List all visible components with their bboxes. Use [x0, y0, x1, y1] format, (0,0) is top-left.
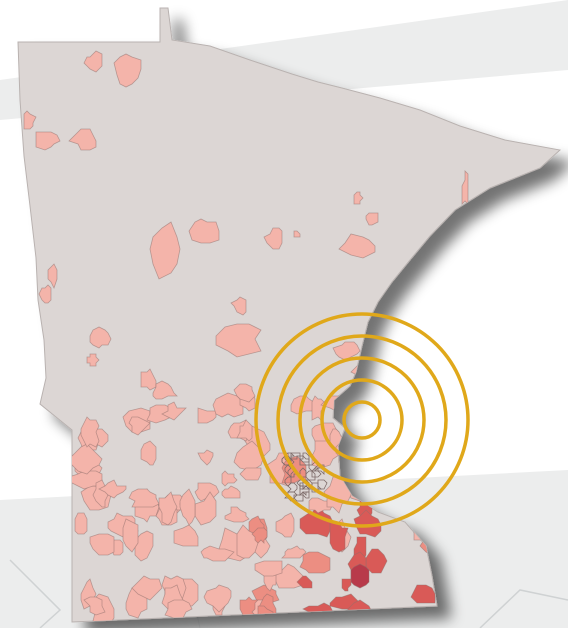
choropleth-region [140, 440, 157, 466]
metro-region [311, 467, 322, 478]
choropleth-region [74, 512, 88, 535]
choropleth-region [47, 263, 58, 290]
metro-region [281, 455, 292, 466]
choropleth-region [353, 191, 364, 205]
choropleth-region [188, 218, 220, 244]
choropleth-region [131, 575, 163, 601]
choropleth-region [332, 341, 361, 361]
choropleth-region [263, 227, 283, 250]
metro-region [293, 494, 304, 502]
concentric-rings [254, 312, 470, 528]
choropleth-region [149, 221, 181, 280]
choropleth-region [221, 470, 238, 487]
choropleth-region [251, 527, 268, 544]
choropleth-region [83, 596, 106, 616]
choropleth-region [68, 128, 97, 151]
choropleth-region [23, 110, 37, 130]
choropleth-region [164, 599, 193, 619]
choropleth-region [158, 491, 178, 526]
choropleth-region [296, 575, 313, 589]
choropleth-region [221, 485, 241, 499]
choropleth-region [146, 404, 175, 424]
choropleth-region [338, 233, 376, 259]
metro-region [299, 467, 307, 478]
choropleth-region [89, 326, 112, 349]
choropleth-region [239, 467, 262, 481]
choropleth-region [275, 512, 295, 538]
choropleth-region [140, 368, 157, 391]
choropleth-region [197, 449, 214, 466]
choropleth-region [230, 296, 247, 316]
choropleth-region [254, 560, 283, 577]
choropleth-region [128, 416, 151, 436]
choropleth-region [89, 533, 115, 556]
choropleth-region [161, 401, 187, 421]
ring-1 [342, 400, 382, 440]
choropleth-region [200, 545, 235, 562]
choropleth-region [350, 563, 370, 589]
choropleth-region [173, 524, 199, 547]
choropleth-region [128, 488, 160, 508]
choropleth-region [35, 131, 61, 151]
choropleth-region [86, 353, 100, 367]
choropleth-region [299, 503, 334, 538]
choropleth-region [80, 416, 100, 448]
choropleth-region [233, 383, 256, 403]
choropleth-region [98, 479, 127, 499]
metro-region [299, 455, 310, 466]
choropleth-region [299, 551, 331, 574]
background-road [9, 559, 62, 628]
choropleth-region [281, 545, 307, 559]
ring-2 [320, 378, 404, 462]
choropleth-region [38, 284, 52, 304]
choropleth-region [83, 50, 103, 73]
choropleth-region [113, 53, 142, 88]
choropleth-region [203, 584, 232, 613]
choropleth-region [215, 323, 262, 358]
choropleth-region [179, 488, 196, 526]
choropleth-region [224, 506, 250, 523]
ring-3 [298, 356, 426, 484]
choropleth-region [236, 419, 253, 442]
ring-5 [254, 312, 470, 528]
choropleth-region [122, 518, 139, 553]
choropleth-region [353, 509, 382, 538]
choropleth-region [410, 584, 436, 604]
metro-region [287, 482, 298, 493]
choropleth-region [290, 395, 319, 415]
metro-region [299, 485, 310, 496]
choropleth-region [197, 407, 217, 424]
metro-region [290, 452, 301, 460]
choropleth-region [341, 578, 352, 592]
background-road [479, 589, 568, 628]
choropleth-region [293, 230, 301, 238]
choropleth-region [152, 380, 178, 400]
choropleth-region [365, 212, 379, 226]
choropleth-region [329, 521, 349, 553]
ring-4 [276, 334, 448, 506]
